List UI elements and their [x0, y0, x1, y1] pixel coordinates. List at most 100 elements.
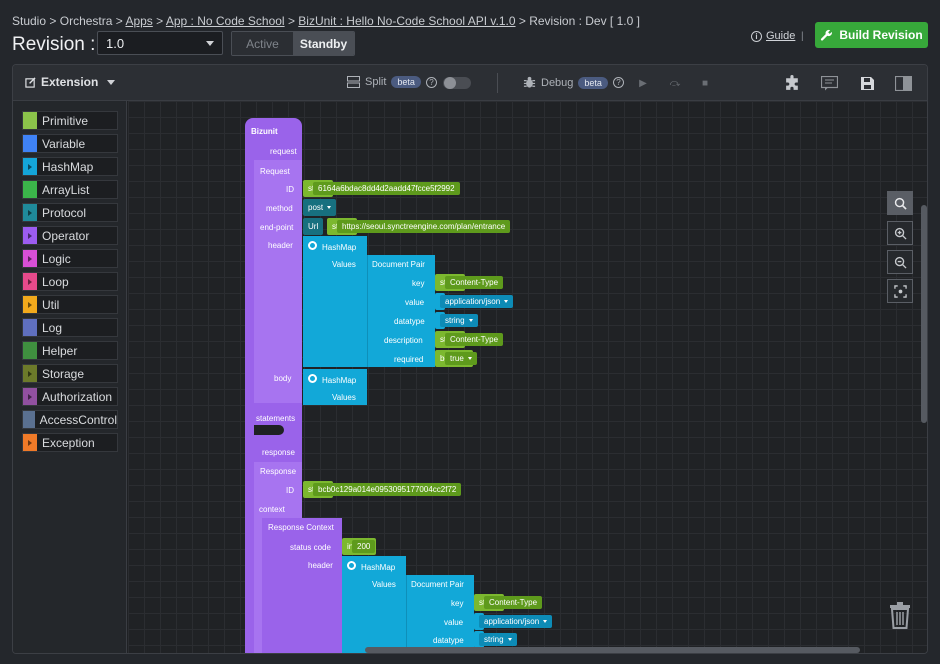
statements-slot[interactable]: [254, 425, 284, 435]
palette-accesscontrol[interactable]: AccessControl: [22, 410, 118, 429]
crumb-separator: >: [518, 14, 526, 28]
required-field[interactable]: booleantrue: [435, 350, 477, 367]
trash-icon[interactable]: [889, 601, 911, 629]
key-value[interactable]: Content-Type: [445, 276, 504, 289]
build-revision-label: Build Revision: [839, 28, 923, 42]
request-block[interactable]: [254, 160, 302, 403]
key-field[interactable]: stringContent-Type: [474, 594, 543, 611]
category-label: Exception: [42, 435, 95, 450]
context-label: context: [259, 505, 285, 514]
help-icon[interactable]: ?: [612, 77, 624, 88]
datatype-select[interactable]: string: [474, 631, 517, 648]
endpoint-field[interactable]: stringhttps://seoul.synctreengine.com/pl…: [327, 218, 511, 235]
help-icon[interactable]: ?: [425, 76, 437, 88]
save-icon[interactable]: [857, 73, 877, 93]
datatype-option[interactable]: string: [479, 633, 517, 646]
response-context-block[interactable]: [262, 518, 342, 653]
expand-arrow-icon: [28, 370, 32, 377]
panel-layout-icon[interactable]: [893, 73, 913, 93]
crumb-apps[interactable]: Apps: [125, 14, 153, 28]
description-value[interactable]: Content-Type: [445, 333, 504, 346]
hashmap-label: HashMap: [322, 243, 357, 252]
guide-link[interactable]: i Guide: [751, 30, 795, 42]
crumb-studio[interactable]: Studio: [12, 14, 47, 28]
split-control[interactable]: Split beta ?: [347, 76, 437, 88]
response-document-pair-block[interactable]: [406, 575, 474, 653]
extension-puzzle-icon[interactable]: [782, 73, 802, 93]
status-code-value[interactable]: 200: [352, 540, 376, 553]
comment-icon[interactable]: [819, 73, 839, 93]
key-value[interactable]: Content-Type: [484, 596, 543, 609]
active-button[interactable]: Active: [232, 32, 293, 55]
url-block[interactable]: Url: [303, 218, 324, 235]
crumb-bizunit[interactable]: BizUnit : Hello No-Code School API v.1.0: [298, 14, 516, 28]
extension-label: Extension: [41, 75, 99, 89]
crumb-orchestra[interactable]: Orchestra: [59, 14, 113, 28]
value-option[interactable]: application/json: [440, 295, 514, 308]
response-id-value[interactable]: bcb0c129a014e0953095177004cc2f72: [313, 483, 462, 496]
chevron-down-icon: [507, 638, 512, 641]
palette-exception[interactable]: Exception: [22, 433, 118, 452]
zoom-in-icon[interactable]: [887, 221, 913, 245]
revision-select[interactable]: 1.0: [97, 31, 223, 55]
endpoint-value[interactable]: https://seoul.synctreengine.com/plan/ent…: [337, 220, 511, 233]
response-header-hashmap-block[interactable]: [342, 556, 406, 653]
category-color-swatch: [23, 273, 37, 290]
category-color-swatch: [23, 204, 37, 221]
palette-protocol[interactable]: Protocol: [22, 203, 118, 222]
horizontal-scrollbar[interactable]: [365, 647, 860, 653]
value-option[interactable]: application/json: [479, 615, 553, 628]
required-value[interactable]: true: [445, 352, 477, 365]
datatype-option[interactable]: string: [440, 314, 478, 327]
value-select[interactable]: application/json: [435, 293, 514, 310]
build-revision-button[interactable]: Build Revision: [815, 22, 928, 48]
palette-authorization[interactable]: Authorization: [22, 387, 118, 406]
play-icon[interactable]: ▶: [639, 77, 647, 89]
palette-arraylist[interactable]: ArrayList: [22, 180, 118, 199]
palette-logic[interactable]: Logic: [22, 249, 118, 268]
gear-icon: [308, 241, 317, 250]
palette-util[interactable]: Util: [22, 295, 118, 314]
method-select[interactable]: post: [303, 199, 337, 216]
vertical-scrollbar[interactable]: [921, 205, 927, 423]
value-label: value: [405, 298, 425, 307]
crumb-app[interactable]: App : No Code School: [165, 14, 285, 28]
request-id-field[interactable]: string6164a6bdac8dd4d2aadd47fcce5f2992: [303, 180, 460, 197]
palette-primitive[interactable]: Primitive: [22, 111, 118, 130]
zoom-out-icon[interactable]: [887, 250, 913, 274]
response-id-field[interactable]: stringbcb0c129a014e0953095177004cc2f72: [303, 481, 462, 498]
palette-variable[interactable]: Variable: [22, 134, 118, 153]
chevron-down-icon: [504, 300, 509, 303]
response-context-label: Response Context: [268, 523, 334, 532]
request-id-value[interactable]: 6164a6bdac8dd4d2aadd47fcce5f2992: [313, 182, 460, 195]
beta-badge: beta: [391, 76, 421, 88]
palette-storage[interactable]: Storage: [22, 364, 118, 383]
search-icon[interactable]: [887, 191, 913, 215]
palette-loop[interactable]: Loop: [22, 272, 118, 291]
response-id-label: ID: [286, 486, 294, 495]
palette-hashmap[interactable]: HashMap: [22, 157, 118, 176]
status-code-field[interactable]: integer200: [342, 538, 377, 555]
standby-button[interactable]: Standby: [293, 32, 354, 55]
extension-dropdown[interactable]: Extension: [25, 75, 116, 89]
block-canvas[interactable]: Bizunit request Request ID string6164a6b…: [128, 101, 927, 653]
fit-screen-icon[interactable]: [887, 279, 913, 303]
step-over-icon[interactable]: ⤼: [669, 77, 681, 89]
endpoint-label: end-point: [260, 223, 294, 232]
value-select[interactable]: application/json: [474, 613, 553, 630]
stop-icon[interactable]: ■: [701, 77, 709, 89]
split-toggle[interactable]: [443, 77, 471, 89]
datatype-select[interactable]: string: [435, 312, 478, 329]
header-hashmap-block[interactable]: [303, 236, 367, 367]
category-color-swatch: [23, 135, 37, 152]
key-field[interactable]: stringContent-Type: [435, 274, 504, 291]
datatype-label: datatype: [394, 317, 425, 326]
description-field[interactable]: stringContent-Type: [435, 331, 504, 348]
header-hashmap-title: HashMap: [308, 241, 356, 252]
palette-log[interactable]: Log: [22, 318, 118, 337]
debug-control[interactable]: Debug beta ?: [523, 76, 624, 89]
palette-operator[interactable]: Operator: [22, 226, 118, 245]
palette-helper[interactable]: Helper: [22, 341, 118, 360]
page-title: Revision :: [12, 34, 96, 55]
document-pair-block[interactable]: [367, 255, 435, 367]
